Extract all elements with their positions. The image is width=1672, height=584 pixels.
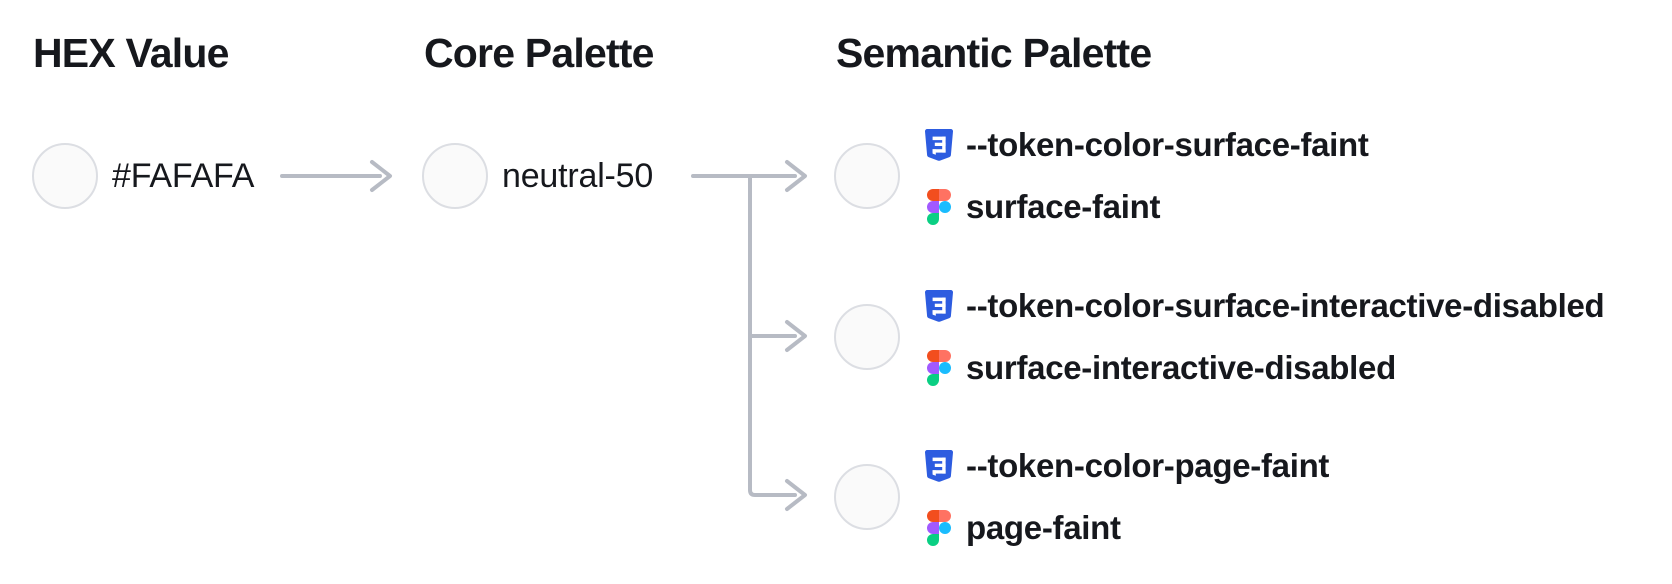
core-color-swatch [422,143,488,209]
semantic-token-row: --token-color-surface-faint surface-fain… [834,96,1369,256]
hex-value-label: #FAFAFA [112,156,255,195]
css3-shield-icon [925,290,953,322]
css-variable-label: --token-color-surface-faint [966,126,1369,163]
figma-token-line: page-faint [925,508,1329,548]
hex-color-swatch [32,143,98,209]
semantic-palette-column-header: Semantic Palette [836,30,1152,76]
semantic-color-swatch [834,304,900,370]
figma-logo-icon [925,350,953,386]
css-token-line: --token-color-page-faint [925,446,1329,486]
figma-token-line: surface-interactive-disabled [925,348,1604,388]
css-variable-label: --token-color-page-faint [966,447,1330,484]
arrow-hex-to-core-head [370,160,392,192]
core-palette-label: neutral-50 [502,156,654,195]
semantic-color-swatch [834,464,900,530]
branch-arrowhead-3 [785,479,807,511]
figma-logo-icon [925,189,953,225]
css-token-line: --token-color-surface-faint [925,125,1369,165]
semantic-color-swatch [834,143,900,209]
semantic-token-row: --token-color-page-faint page-faint [834,417,1329,577]
branch-vertical [748,174,797,497]
figma-logo-icon [925,510,953,546]
branch-arrowhead-1 [785,160,807,192]
figma-style-label: page-faint [966,509,1121,546]
css-variable-label: --token-color-surface-interactive-disabl… [966,287,1605,324]
hex-value-column-header: HEX Value [33,30,229,76]
core-palette-row: neutral-50 [422,143,653,209]
css3-shield-icon [925,129,953,161]
branch-arrowhead-2 [785,320,807,352]
css-token-line: --token-color-surface-interactive-disabl… [925,286,1605,326]
semantic-token-row: --token-color-surface-interactive-disabl… [834,257,1605,417]
hex-value-row: #FAFAFA [32,143,254,209]
core-palette-column-header: Core Palette [424,30,654,76]
figma-style-label: surface-faint [966,188,1161,225]
figma-style-label: surface-interactive-disabled [966,349,1396,386]
css3-shield-icon [925,450,953,482]
figma-token-line: surface-faint [925,187,1369,227]
